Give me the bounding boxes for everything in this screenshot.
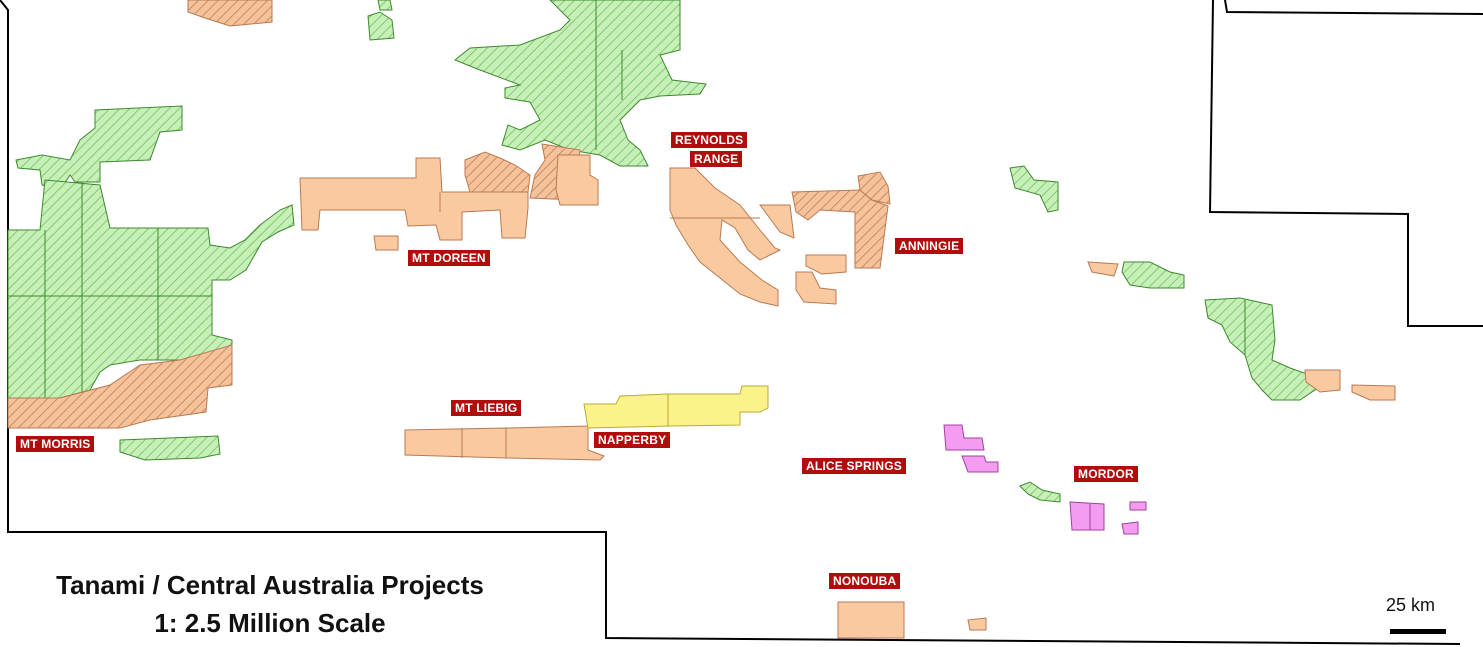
yellow-tenement xyxy=(583,385,769,429)
label-nonouba: NONOUBA xyxy=(829,573,901,589)
label-mt-liebig: MT LIEBIG xyxy=(451,400,522,416)
label-mordor: MORDOR xyxy=(1074,466,1138,482)
label-reynolds-range-line2: RANGE xyxy=(690,151,743,167)
label-reynolds-range-line1: REYNOLDS xyxy=(671,132,748,148)
tan-tenements xyxy=(299,154,1396,639)
green-tenement-boundaries xyxy=(8,0,1246,398)
label-mt-doreen: MT DOREEN xyxy=(408,250,490,266)
tan-hatched-tenements xyxy=(7,0,891,429)
label-mt-morris: MT MORRIS xyxy=(16,436,95,452)
tan-tenement-boundaries xyxy=(439,192,760,458)
map-title: Tanami / Central Australia Projects 1: 2… xyxy=(10,566,530,642)
green-tenements xyxy=(7,0,1319,503)
label-napperby: NAPPERBY xyxy=(594,432,671,448)
scale-label: 25 km xyxy=(1386,595,1436,615)
scale-bar xyxy=(1390,629,1446,634)
label-alice-springs: ALICE SPRINGS xyxy=(802,458,906,474)
pink-tenements xyxy=(943,424,1147,535)
map-title-line2: 1: 2.5 Million Scale xyxy=(154,608,386,638)
label-anningie: ANNINGIE xyxy=(895,238,964,254)
map-title-line1: Tanami / Central Australia Projects xyxy=(56,570,484,600)
